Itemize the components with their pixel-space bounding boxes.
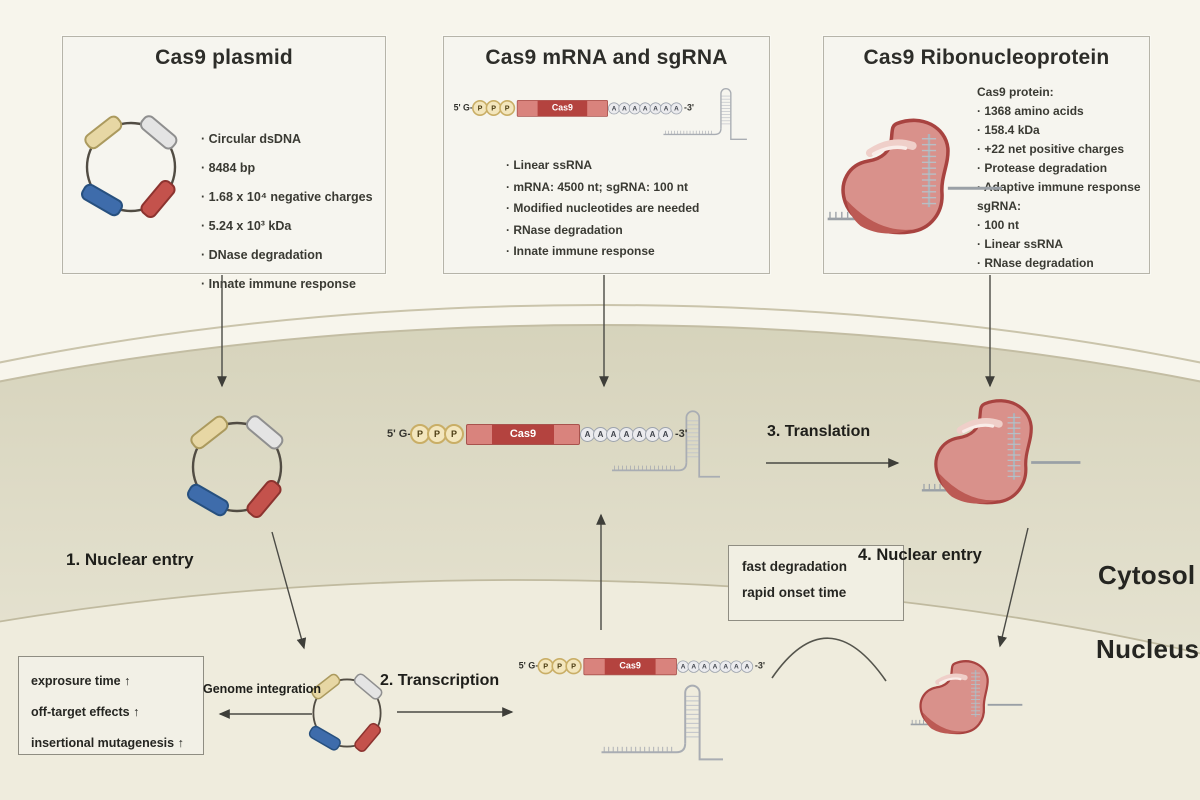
cas9-protein-icon <box>911 661 1023 733</box>
poly-a-icon: A <box>658 426 674 442</box>
genome-integration-label: Genome integration <box>203 682 322 696</box>
nucleus-label: Nucleus <box>1096 634 1200 664</box>
poly-a-icon: A <box>740 660 754 673</box>
plasmid-info-box: Cas9 plasmid · Circular dsDNA · 8484 bp … <box>62 36 386 291</box>
poly-a-icon: A <box>698 660 711 673</box>
risk-line: off-target effects ↑ <box>31 705 140 719</box>
list-item: · mRNA: 4500 nt; sgRNA: 100 nt <box>506 179 689 194</box>
cas9-orf-bar: Cas9 <box>466 423 581 445</box>
step4-label: 4. Nuclear entry <box>858 546 982 564</box>
sgrna-hairpin-icon <box>600 684 724 761</box>
kinetics-curve <box>771 637 887 682</box>
list-item: · Modified nucleotides are needed <box>506 201 700 215</box>
five-prime-cap-label: 5' G- <box>387 428 412 440</box>
poly-a-icon: A <box>619 426 635 442</box>
arrow-plasmid-nuclear-entry <box>271 531 307 650</box>
cas9-orf-bar: Cas9 <box>583 657 677 675</box>
plasmid-box-title: Cas9 plasmid <box>155 46 293 69</box>
cas9-orf-bar: Cas9 <box>516 99 609 117</box>
list-item: · 100 nt <box>977 218 1020 232</box>
list-item: sgRNA: <box>977 199 1021 213</box>
step1-label: 1. Nuclear entry <box>66 550 194 569</box>
list-item: · 158.4 kDa <box>977 123 1040 137</box>
list-item: · Adaptive immune response <box>977 180 1141 194</box>
list-item: · DNase degradation <box>201 248 323 262</box>
poly-a-icon: A <box>670 102 683 114</box>
five-prime-cap-label: 5' G- <box>453 103 473 113</box>
plasmid-bullet-list: · Circular dsDNA · 8484 bp · 1.68 x 10⁴ … <box>201 125 373 299</box>
risk-line: exprosure time ↑ <box>31 674 131 688</box>
list-item: · RNase degradation <box>977 256 1094 270</box>
phosphate-icon: P <box>499 100 516 116</box>
poly-a-icon: A <box>708 660 722 673</box>
risk-callout-box: exprosure time ↑ off-target effects ↑ in… <box>18 656 204 755</box>
mrna-construct: 5' G- P P P Cas9 A A A A A A A -3' <box>385 423 689 445</box>
step2-label: 2. Transcription <box>380 672 500 689</box>
cas9-orf-label: Cas9 <box>537 100 588 116</box>
cytosol-label: Cytosol <box>1098 560 1196 590</box>
list-item: · Linear ssRNA <box>506 158 593 172</box>
phosphate-icon: P <box>565 658 582 675</box>
three-prime-label: -3' <box>675 428 688 440</box>
poly-a-icon: A <box>628 102 641 114</box>
mrna-bullet-list: · Linear ssRNA · mRNA: 4500 nt; sgRNA: 1… <box>506 155 699 263</box>
poly-a-icon: A <box>730 660 743 673</box>
mrna-box-title: Cas9 mRNA and sgRNA <box>485 46 728 69</box>
poly-a-icon: A <box>649 102 662 114</box>
flow-arrows <box>217 275 1029 719</box>
arrow-rnp-nuclear-entry <box>997 527 1029 648</box>
cas9-orf-label: Cas9 <box>492 424 555 444</box>
rnp-box-title: Cas9 Ribonucleoprotein <box>863 46 1110 69</box>
list-item: · Protease degradation <box>977 161 1108 175</box>
phosphate-icon: P <box>444 424 465 444</box>
mrna-info-box: Cas9 mRNA and sgRNA · Linear ssRNA · mRN… <box>443 36 770 274</box>
kinetics-callout-box: fast degradation rapid onset time <box>728 545 904 621</box>
three-prime-label: -3' <box>754 661 765 672</box>
list-item: · 1.68 x 10⁴ negative charges <box>201 190 373 204</box>
rnp-info-box: Cas9 Ribonucleoprotein Cas9 protein: · 1… <box>823 36 1150 274</box>
plasmid-icon <box>184 412 287 521</box>
list-item: · Innate immune response <box>506 244 655 258</box>
list-item: · RNase degradation <box>506 222 623 237</box>
five-prime-cap-label: 5' G- <box>518 661 539 672</box>
sgrna-hairpin-icon <box>611 410 721 478</box>
mrna-construct: 5' G- P P P Cas9 A A A A A A A -3' <box>452 99 696 117</box>
list-item: · Innate immune response <box>201 277 356 291</box>
list-item: · 5.24 x 10³ kDa <box>201 219 292 233</box>
cas9-orf-label: Cas9 <box>604 658 656 674</box>
list-item: Cas9 protein: <box>977 85 1054 99</box>
cas9-protein-icon <box>922 401 1081 504</box>
risk-line: insertional mutagenesis ↑ <box>31 736 184 750</box>
list-item: · Linear ssRNA <box>977 237 1064 251</box>
list-item: · +22 net positive charges <box>977 142 1125 156</box>
step3-label: 3. Translation <box>767 423 871 440</box>
three-prime-label: -3' <box>684 103 694 113</box>
mrna-construct: 5' G- P P P Cas9 A A A A A A A -3' <box>517 657 767 675</box>
list-item: · 8484 bp <box>201 161 256 175</box>
list-item: · 1368 amino acids <box>977 104 1084 118</box>
rnp-property-list: Cas9 protein: · 1368 amino acids · 158.4… <box>977 83 1141 273</box>
kinetics-line: rapid onset time <box>742 585 847 600</box>
kinetics-line: fast degradation <box>742 559 848 574</box>
list-item: · Circular dsDNA <box>201 132 302 146</box>
